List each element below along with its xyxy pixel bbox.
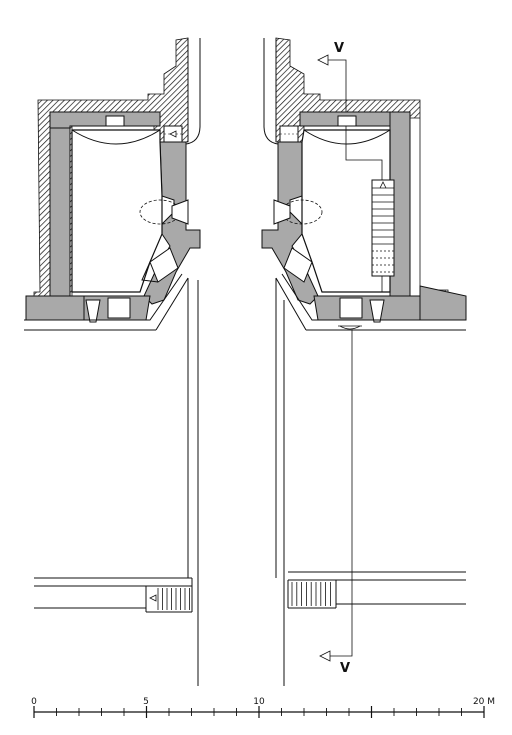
right-loophole-south [369, 299, 385, 323]
right-tower-footing [281, 273, 466, 321]
right-tower-south-wall [313, 295, 421, 321]
central-passage [187, 278, 285, 686]
right-tower [261, 37, 467, 331]
lower-left-steps [157, 588, 190, 610]
scale-label-5: 5 [143, 697, 149, 707]
scale-label-20: 20 M [473, 697, 495, 707]
right-niche-north [337, 115, 357, 127]
scale-label-10: 10 [253, 697, 265, 707]
stair-arrow-icon [379, 181, 387, 189]
left-tower [24, 37, 201, 331]
left-niche-north [105, 115, 125, 127]
right-tower-west-wall [261, 141, 319, 305]
left-tower-footing [24, 273, 183, 321]
left-loophole [171, 199, 189, 225]
left-vault-arc [71, 129, 161, 145]
lower-left-wall [34, 577, 193, 613]
left-window-angled-inner [141, 261, 159, 283]
section-mark-bottom: V [340, 661, 350, 676]
left-window-angled [149, 247, 179, 283]
scale-bar: 0 5 10 20 M [31, 697, 495, 718]
right-loophole [273, 199, 291, 225]
scale-label-0: 0 [31, 697, 37, 707]
left-door-arrow-icon [169, 130, 177, 138]
right-drain-arc [339, 325, 361, 330]
lower-right-wall [287, 571, 466, 609]
left-tower-north-wall [49, 111, 161, 129]
left-window-south [107, 297, 131, 319]
lower-left-step-arrow-icon [149, 594, 157, 602]
left-loophole-south [85, 299, 101, 323]
right-section-path [345, 126, 383, 180]
section-arrow-top-icon [317, 54, 329, 66]
left-tower-west-wall [49, 111, 71, 301]
section-mark-top: V [334, 41, 344, 56]
section-line: V V [317, 41, 353, 676]
left-tower-base-wall [25, 295, 85, 321]
right-staircase [371, 179, 395, 277]
right-vault-arc [303, 129, 391, 145]
left-tower-room [71, 129, 163, 293]
right-tower-base-wall [419, 285, 467, 321]
right-window-south [339, 297, 363, 319]
lower-right-steps [291, 582, 331, 606]
section-arrow-bottom-icon [319, 650, 331, 662]
right-window-angled [283, 247, 313, 283]
